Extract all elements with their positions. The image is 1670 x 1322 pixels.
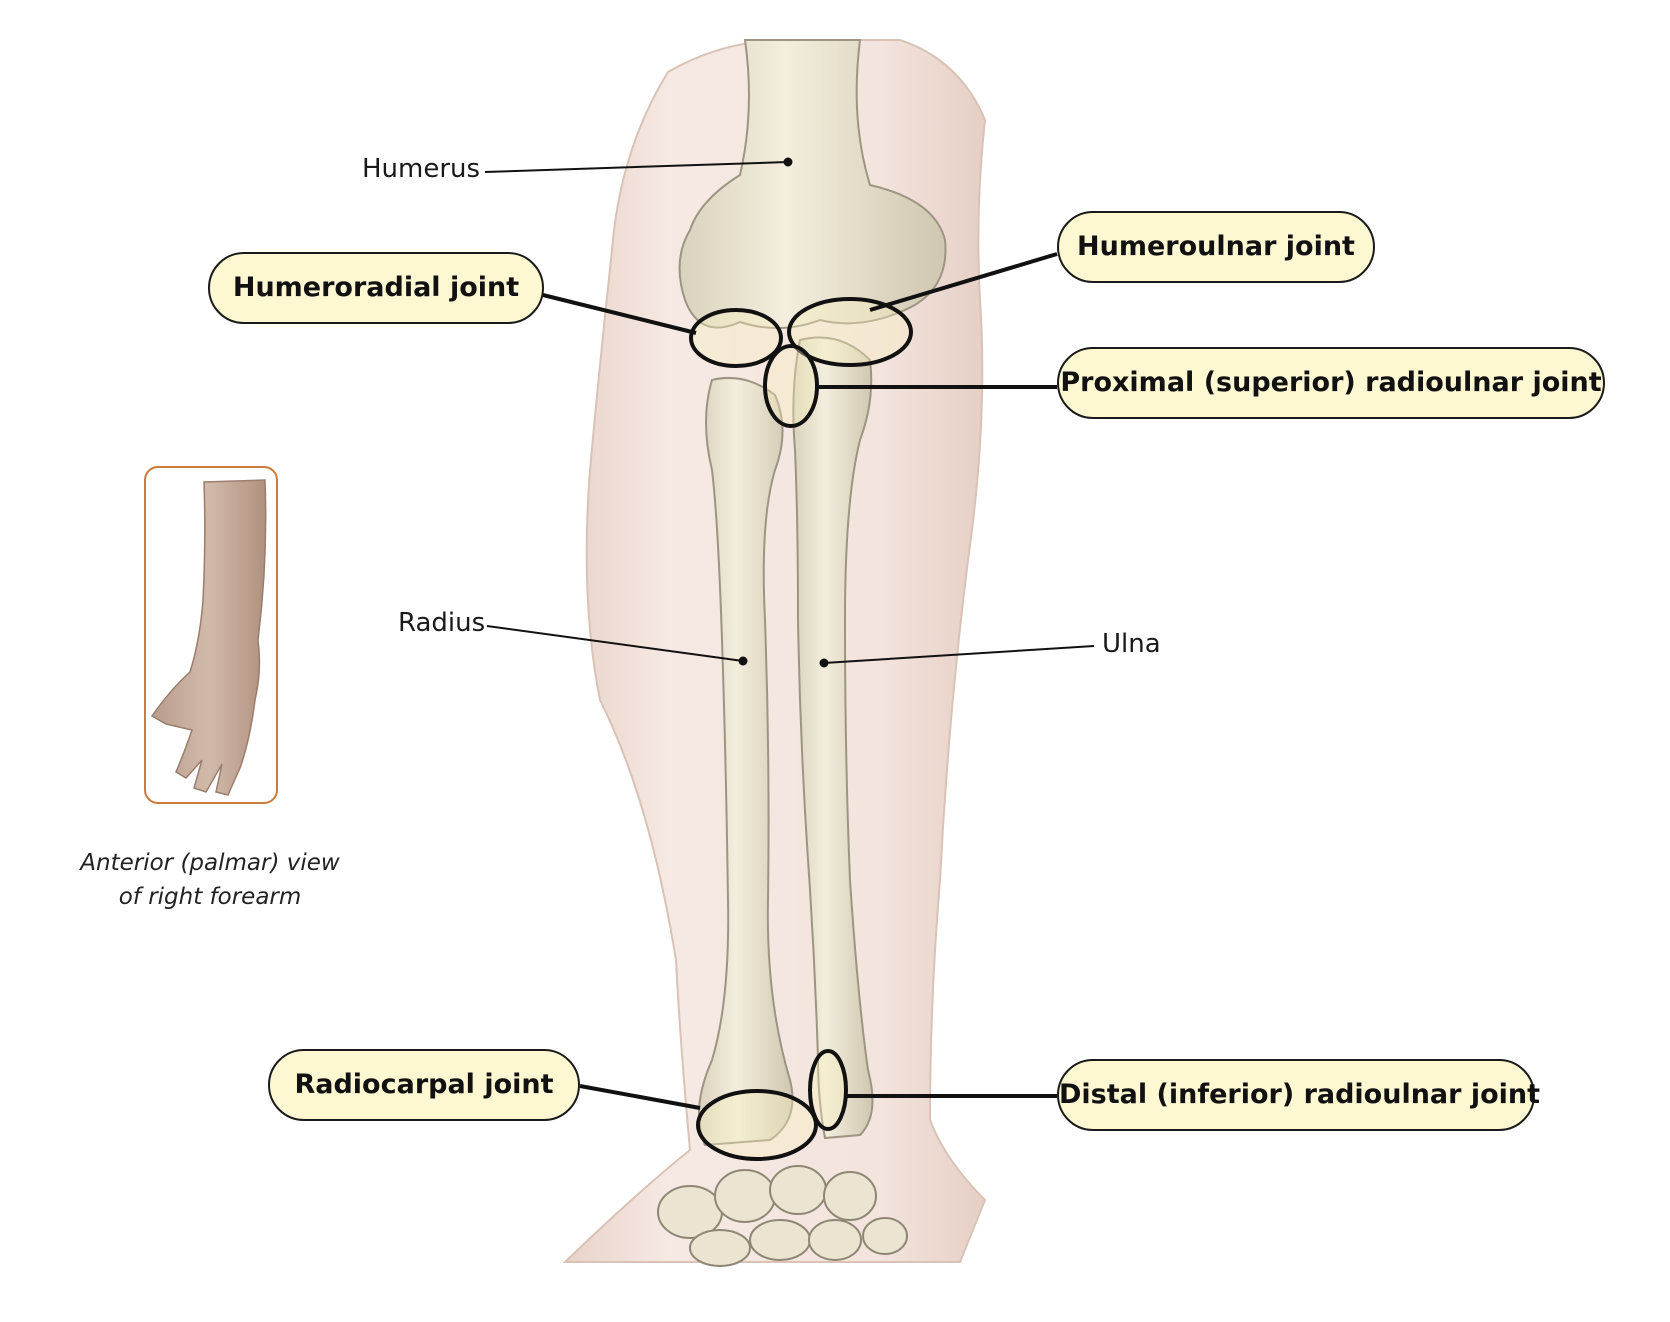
inset-frame — [144, 466, 278, 804]
caption-line-1: Anterior (palmar) view — [80, 850, 340, 876]
ulna-bone — [792, 336, 874, 1140]
carpal-bones — [657, 1165, 908, 1267]
inset-hand-drawing — [150, 479, 267, 796]
proximal-radioulnar-joint-label: Proximal (superior) radioulnar joint — [1057, 347, 1605, 419]
humeroradial-ring — [689, 308, 783, 368]
distal-radioulnar-ring — [808, 1049, 848, 1131]
humerus-label: Humerus — [362, 154, 481, 184]
humeroulnar-ring — [787, 297, 913, 367]
proximal-radioulnar-ring — [763, 344, 819, 428]
forearm-skin — [562, 39, 987, 1263]
radiocarpal-joint-label: Radiocarpal joint — [268, 1049, 580, 1121]
distal-radioulnar-joint-label: Distal (inferior) radioulnar joint — [1057, 1059, 1540, 1131]
joint-highlights — [689, 297, 913, 1161]
figure-caption: Anterior (palmar) view of right forearm — [60, 846, 360, 914]
caption-line-2: of right forearm — [118, 884, 302, 910]
radius-bone — [697, 376, 794, 1147]
radiocarpal-ring — [696, 1089, 818, 1161]
ulna-label: Ulna — [1102, 629, 1161, 659]
joint-leaders — [542, 252, 1058, 1110]
bone-leaders — [484, 157, 1095, 668]
humeroradial-joint-label: Humeroradial joint — [208, 252, 544, 324]
humeroulnar-joint-label: Humeroulnar joint — [1057, 211, 1375, 283]
radius-label: Radius — [398, 608, 486, 638]
humerus-bone — [678, 39, 947, 329]
